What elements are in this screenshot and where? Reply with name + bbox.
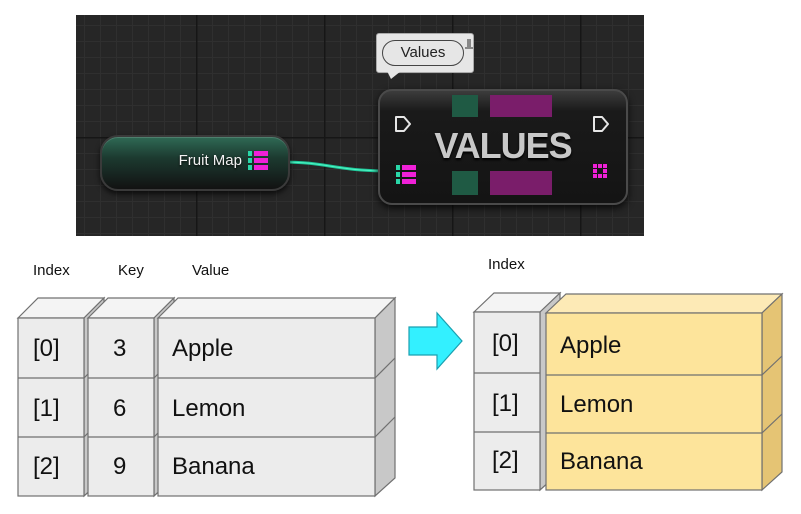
table-cell-index: [2] bbox=[33, 453, 60, 480]
map-icon-value-top bbox=[490, 95, 552, 117]
fruit-map-label: Fruit Map bbox=[178, 152, 242, 169]
exec-output-pin-icon[interactable] bbox=[592, 115, 610, 133]
fruit-map-node[interactable]: Fruit Map bbox=[100, 135, 290, 191]
values-function-node[interactable]: VALUES bbox=[378, 89, 628, 205]
array-cell-value: Banana bbox=[560, 448, 643, 475]
tooltip-pointer bbox=[387, 71, 401, 79]
map-input-pin-icon[interactable] bbox=[396, 165, 416, 184]
array-cell-value: Lemon bbox=[560, 391, 634, 418]
map-icon-key-bottom bbox=[452, 171, 478, 195]
table-cell-value: Apple bbox=[172, 335, 234, 362]
array-cell-index: [1] bbox=[492, 390, 519, 417]
tooltip-pill: Values bbox=[382, 40, 464, 66]
map-output-pin-icon[interactable] bbox=[248, 151, 268, 170]
table-cell-value: Lemon bbox=[172, 395, 246, 422]
table-cell-value: Banana bbox=[172, 453, 255, 480]
table-cell-key: 3 bbox=[113, 335, 127, 362]
array-index-header: Index bbox=[488, 256, 525, 273]
map-icon-value-bottom bbox=[490, 171, 552, 195]
table-cell-index: [1] bbox=[33, 395, 60, 422]
exec-input-pin-icon[interactable] bbox=[394, 115, 412, 133]
array-cell-value: Apple bbox=[560, 332, 622, 359]
values-node-title: VALUES bbox=[434, 125, 572, 166]
array-output-pin-icon[interactable] bbox=[592, 163, 608, 179]
table-cell-index: [0] bbox=[33, 335, 60, 362]
index-header: Index bbox=[33, 262, 70, 279]
table-cell-key: 6 bbox=[113, 395, 127, 422]
connection-wire bbox=[280, 160, 395, 173]
array-cell-index: [0] bbox=[492, 330, 519, 357]
values-tooltip: Values bbox=[376, 33, 474, 79]
array-cell-index: [2] bbox=[492, 447, 519, 474]
map-icon-key-top bbox=[452, 95, 478, 117]
value-header: Value bbox=[192, 262, 230, 279]
key-header: Key bbox=[118, 262, 144, 279]
pin-icon bbox=[465, 39, 473, 49]
blueprint-graph-panel: Fruit Map Values VALUES bbox=[76, 15, 644, 236]
table-cell-key: 9 bbox=[113, 453, 127, 480]
